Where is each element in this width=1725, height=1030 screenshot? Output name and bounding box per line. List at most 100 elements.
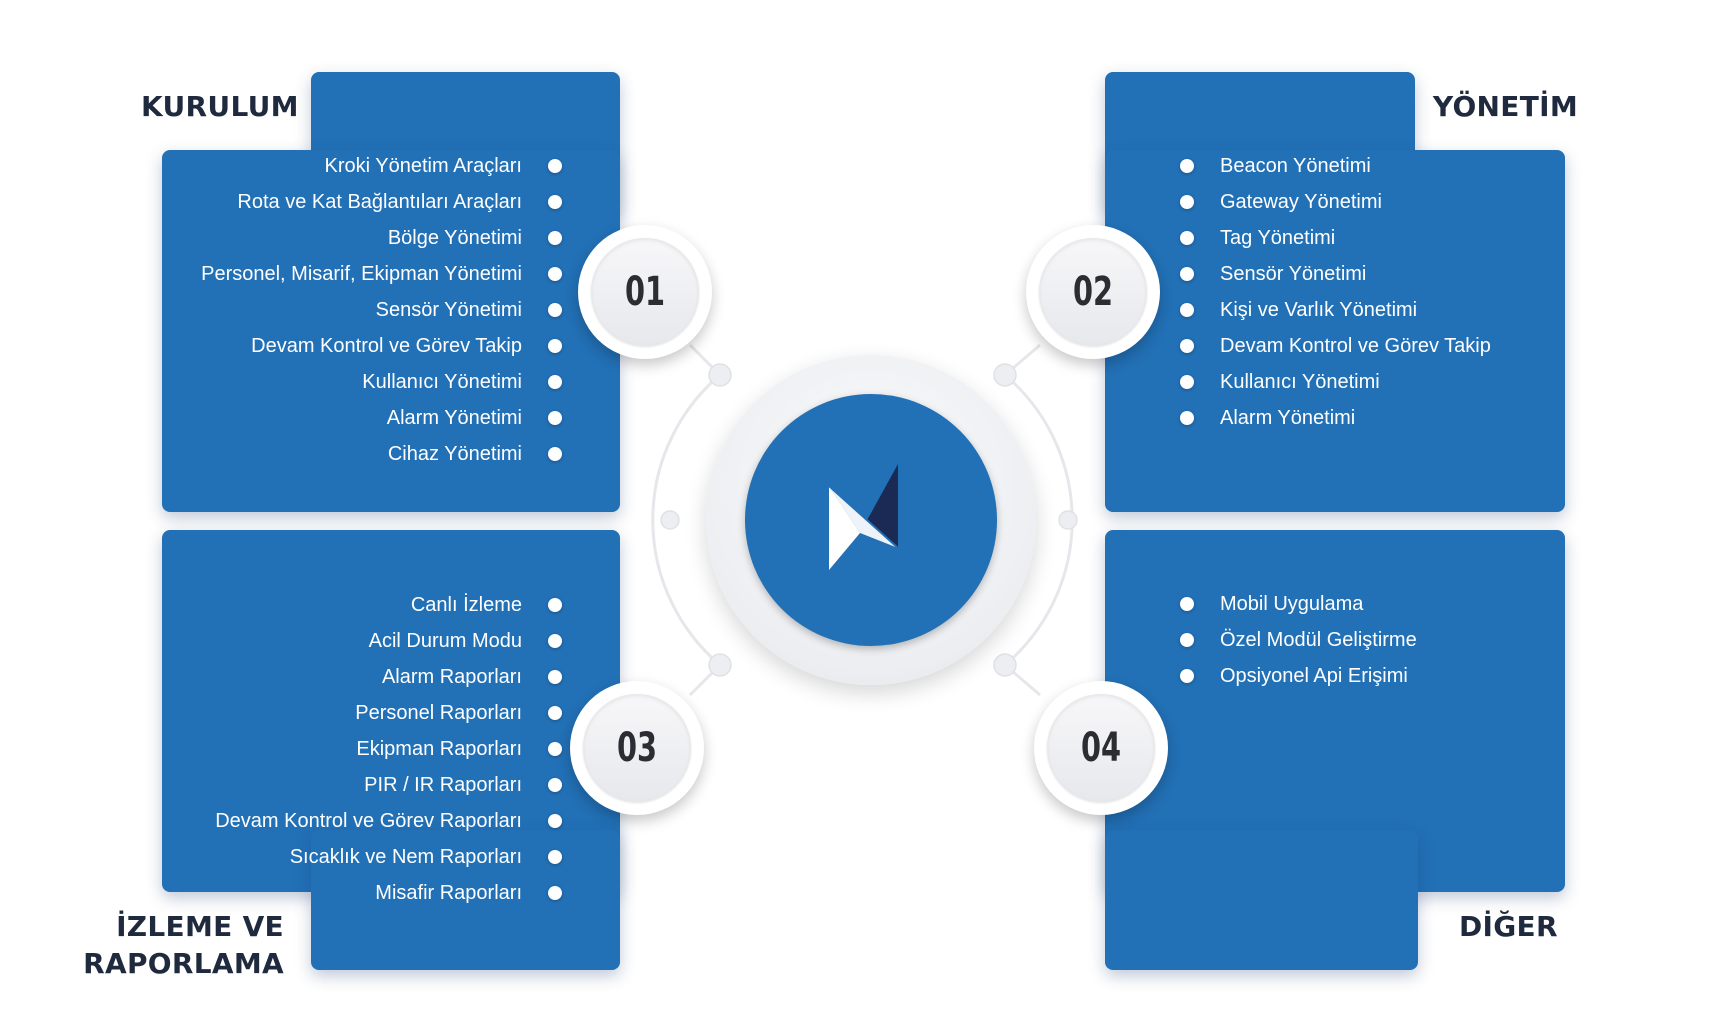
diger-item-label: Mobil Uygulama (1220, 593, 1364, 615)
izleme-item: Sıcaklık ve Nem Raporları (162, 839, 562, 875)
izleme-item-label: Alarm Raporları (381, 666, 522, 688)
izleme-item-label: Misafir Raporları (375, 882, 522, 904)
bullet-dot-icon (1180, 267, 1194, 281)
bullet-dot-icon (548, 670, 562, 684)
kurulum-item-label: Rota ve Kat Bağlantıları Araçları (237, 191, 522, 213)
kurulum-item: Cihaz Yönetimi (162, 436, 562, 472)
kurulum-item-label: Personel, Misarif, Ekipman Yönetimi (201, 263, 522, 285)
badge-02-number: 02 (1072, 269, 1114, 315)
bullet-dot-icon (548, 447, 562, 461)
bullet-dot-icon (1180, 303, 1194, 317)
kurulum-item: Devam Kontrol ve Görev Takip (162, 328, 562, 364)
bullet-dot-icon (548, 411, 562, 425)
izleme-item: Ekipman Raporları (162, 731, 562, 767)
kurulum-item-label: Kullanıcı Yönetimi (362, 371, 522, 393)
diger-item-label: Opsiyonel Api Erişimi (1220, 665, 1408, 687)
izleme-item-label: Personel Raporları (355, 702, 522, 724)
bullet-dot-icon (548, 303, 562, 317)
badge-01-number: 01 (624, 269, 666, 315)
yonetim-item: Tag Yönetimi (1180, 220, 1565, 256)
kurulum-item-label: Kroki Yönetim Araçları (324, 155, 523, 177)
kurulum-item-label: Devam Kontrol ve Görev Takip (251, 335, 522, 357)
yonetim-item: Sensör Yönetimi (1180, 256, 1565, 292)
bullet-dot-icon (548, 195, 562, 209)
izleme-item-label: PIR / IR Raporları (364, 774, 522, 796)
izleme-item: Misafir Raporları (162, 875, 562, 911)
kurulum-item: Kroki Yönetim Araçları (162, 148, 562, 184)
izleme-item: Devam Kontrol ve Görev Raporları (162, 803, 562, 839)
badge-04: 04 (1034, 681, 1168, 815)
bullet-dot-icon (548, 339, 562, 353)
kurulum-item: Rota ve Kat Bağlantıları Araçları (162, 184, 562, 220)
kurulum-item-label: Bölge Yönetimi (387, 227, 522, 249)
badge-03: 03 (570, 681, 704, 815)
badge-03-number: 03 (616, 725, 658, 771)
yonetim-item-label: Sensör Yönetimi (1220, 263, 1367, 285)
kurulum-item: Kullanıcı Yönetimi (162, 364, 562, 400)
yonetim-item-label: Devam Kontrol ve Görev Takip (1220, 335, 1491, 357)
izleme-item: Personel Raporları (162, 695, 562, 731)
kurulum-item: Bölge Yönetimi (162, 220, 562, 256)
paper-plane-logo-icon (828, 464, 899, 570)
bullet-dot-icon (548, 267, 562, 281)
bullet-dot-icon (548, 598, 562, 612)
izleme-item-label: Canlı İzleme (410, 594, 522, 616)
section-title-diger: DİĞER (1459, 910, 1558, 943)
bullet-dot-icon (1180, 633, 1194, 647)
kurulum-item-label: Alarm Yönetimi (386, 407, 522, 429)
bullet-dot-icon (548, 886, 562, 900)
diger-item: Mobil Uygulama (1180, 586, 1565, 622)
bullet-dot-icon (1180, 339, 1194, 353)
bullet-dot-icon (1180, 231, 1194, 245)
izleme-item: PIR / IR Raporları (162, 767, 562, 803)
izleme-item: Acil Durum Modu (162, 623, 562, 659)
yonetim-item-label: Alarm Yönetimi (1220, 407, 1356, 429)
bullet-dot-icon (548, 159, 562, 173)
izleme-item-label: Devam Kontrol ve Görev Raporları (215, 810, 522, 832)
bullet-dot-icon (548, 850, 562, 864)
diger-item: Özel Modül Geliştirme (1180, 622, 1565, 658)
section-title-izleme: İZLEME VE RAPORLAMA (83, 908, 284, 982)
bullet-dot-icon (1180, 159, 1194, 173)
section-title-izleme-line1: İZLEME VE (116, 910, 284, 943)
section-title-kurulum: KURULUM (141, 90, 299, 123)
section-title-yonetim: YÖNETİM (1432, 90, 1578, 123)
yonetim-item: Devam Kontrol ve Görev Takip (1180, 328, 1565, 364)
bullet-dot-icon (548, 231, 562, 245)
izleme-item-label: Acil Durum Modu (368, 630, 522, 652)
bullet-dot-icon (548, 706, 562, 720)
yonetim-item: Alarm Yönetimi (1180, 400, 1565, 436)
bullet-dot-icon (1180, 597, 1194, 611)
kurulum-item-label: Cihaz Yönetimi (387, 443, 522, 465)
badge-01: 01 (578, 225, 712, 359)
section-title-izleme-line2: RAPORLAMA (83, 947, 284, 980)
izleme-item: Canlı İzleme (162, 587, 562, 623)
yonetim-item: Kullanıcı Yönetimi (1180, 364, 1565, 400)
badge-02: 02 (1026, 225, 1160, 359)
kurulum-item: Alarm Yönetimi (162, 400, 562, 436)
bullet-dot-icon (1180, 375, 1194, 389)
yonetim-item: Kişi ve Varlık Yönetimi (1180, 292, 1565, 328)
bullet-dot-icon (548, 634, 562, 648)
diger-item-label: Özel Modül Geliştirme (1220, 629, 1417, 651)
bullet-dot-icon (1180, 411, 1194, 425)
diger-item: Opsiyonel Api Erişimi (1180, 658, 1565, 694)
yonetim-item: Gateway Yönetimi (1180, 184, 1565, 220)
yonetim-item-label: Gateway Yönetimi (1220, 191, 1382, 213)
izleme-item: Alarm Raporları (162, 659, 562, 695)
bullet-dot-icon (548, 814, 562, 828)
center-hub (745, 394, 997, 646)
bullet-dot-icon (548, 778, 562, 792)
bullet-dot-icon (548, 742, 562, 756)
izleme-item-label: Sıcaklık ve Nem Raporları (289, 846, 522, 868)
bullet-dot-icon (548, 375, 562, 389)
yonetim-item: Beacon Yönetimi (1180, 148, 1565, 184)
yonetim-item-label: Kullanıcı Yönetimi (1220, 371, 1380, 393)
kurulum-item: Sensör Yönetimi (162, 292, 562, 328)
badge-04-number: 04 (1080, 725, 1122, 771)
